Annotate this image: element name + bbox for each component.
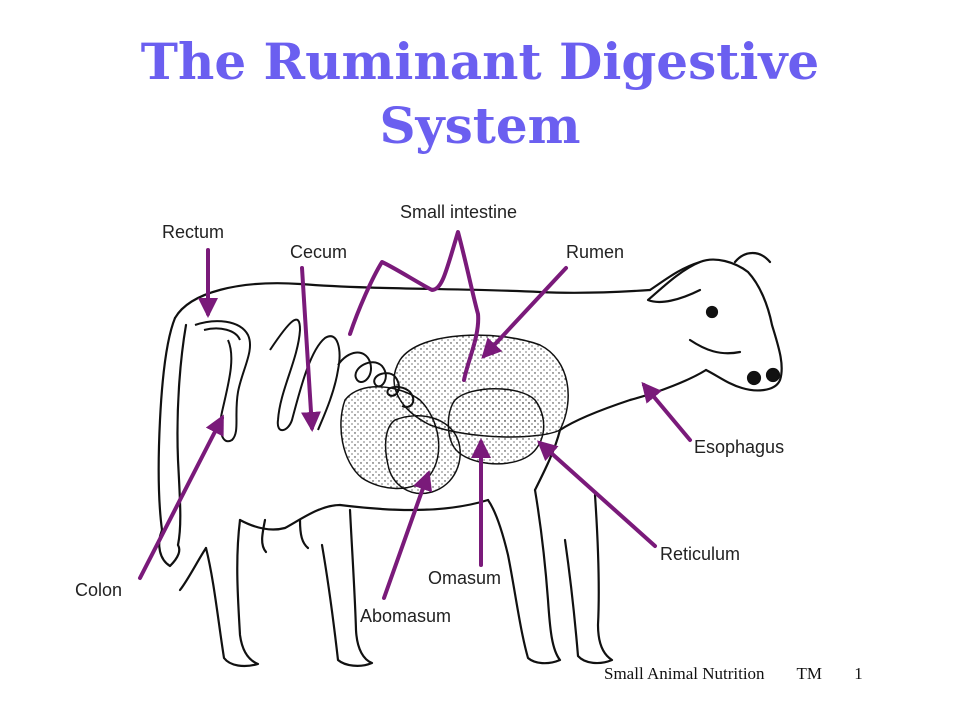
label-omasum: Omasum	[428, 568, 502, 588]
footer-course: Small Animal Nutrition	[604, 664, 765, 683]
slide-footer: Small Animal Nutrition TM 1	[604, 664, 863, 684]
footer-page-number: 1	[854, 664, 863, 683]
abomasum-organ	[384, 415, 461, 495]
abomasum-arrow	[382, 470, 433, 600]
colon-arrow	[138, 414, 224, 580]
label-cecum: Cecum	[290, 242, 348, 262]
cecum-arrow	[300, 266, 321, 432]
cecum-tube	[269, 318, 341, 432]
colon-tube	[194, 320, 251, 443]
organs	[340, 334, 569, 495]
title-line-1: The Ruminant Digestive	[140, 32, 820, 91]
label-small-intestine: Small intestine	[400, 202, 518, 222]
colon-tube-inner	[203, 327, 241, 341]
rumen-arrow	[481, 266, 568, 359]
label-abomasum: Abomasum	[360, 606, 452, 626]
label-rectum: Rectum	[162, 222, 225, 242]
page-title: The Ruminant Digestive System	[0, 30, 960, 158]
reticulum-arrow	[537, 440, 657, 548]
small-intestine-coils	[337, 351, 415, 408]
esophagus-arrow	[641, 381, 692, 442]
label-colon: Colon	[75, 580, 123, 600]
cow-outline	[157, 251, 783, 668]
small-intestine-bracket	[348, 230, 481, 382]
footer-code: TM	[796, 664, 823, 683]
title-line-2: System	[379, 96, 581, 155]
reticulum-organ	[447, 388, 545, 465]
label-esophagus: Esophagus	[694, 437, 785, 457]
label-rumen: Rumen	[566, 242, 625, 262]
pointer-arrows	[138, 248, 692, 600]
intestines	[194, 318, 415, 443]
label-reticulum: Reticulum	[660, 544, 741, 564]
